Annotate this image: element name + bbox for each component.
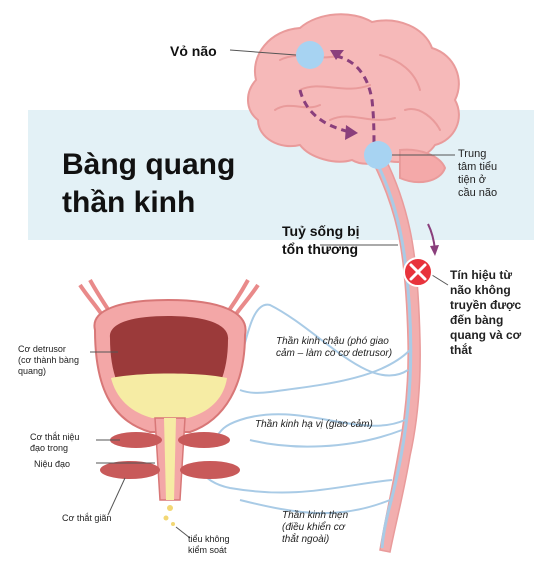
title-line-1: Bàng quang: [62, 148, 236, 181]
label-detrusor: Cơ detrusor (cơ thành bàng quang): [18, 344, 79, 376]
bladder-illustration: [78, 279, 260, 526]
label-internal-sphincter: Cơ thắt niệu đạo trong: [30, 432, 80, 453]
label-pelvic-nerve: Thần kinh chậu (phó giao cảm – làm co cơ…: [276, 336, 393, 359]
leader-line: [175, 526, 191, 539]
nerve-fibers: [199, 303, 411, 515]
arrowhead-icon: [345, 125, 358, 140]
pons-center-dot: [364, 141, 392, 169]
label-incontinence: tiểu không kiểm soát: [188, 534, 230, 555]
label-signal-blocked: Tín hiệu từ não không truyền được đến bà…: [450, 268, 522, 357]
arrowhead-icon: [330, 50, 344, 60]
leader-line: [107, 477, 126, 516]
leader-line: [229, 49, 297, 56]
label-pudendal-nerve: Thần kinh thẹn (điều khiển cơ thắt ngoài…: [282, 510, 349, 545]
label-spinal-cord-injury: Tuỷ sống bị tổn thương: [282, 223, 360, 257]
label-relaxed-sphincter: Cơ thắt giãn: [62, 513, 112, 523]
label-hypogastric-nerve: Thần kinh hạ vị (giao cảm): [255, 419, 373, 430]
label-urethra: Niệu đạo: [34, 459, 71, 469]
leader-line: [431, 274, 449, 286]
signal-blocked-icon: [403, 257, 433, 287]
label-pons-center: Trung tâm tiểu tiện ở cầu não: [458, 148, 498, 199]
arrowhead-icon: [430, 245, 439, 256]
cortex-center-dot: [296, 41, 324, 69]
label-cortex: Vỏ não: [170, 43, 217, 59]
title-line-2: thần kinh: [62, 186, 196, 219]
diagram-title: Bàng quang thần kinh: [62, 146, 235, 222]
cortex-pons-pathway: [298, 54, 376, 146]
